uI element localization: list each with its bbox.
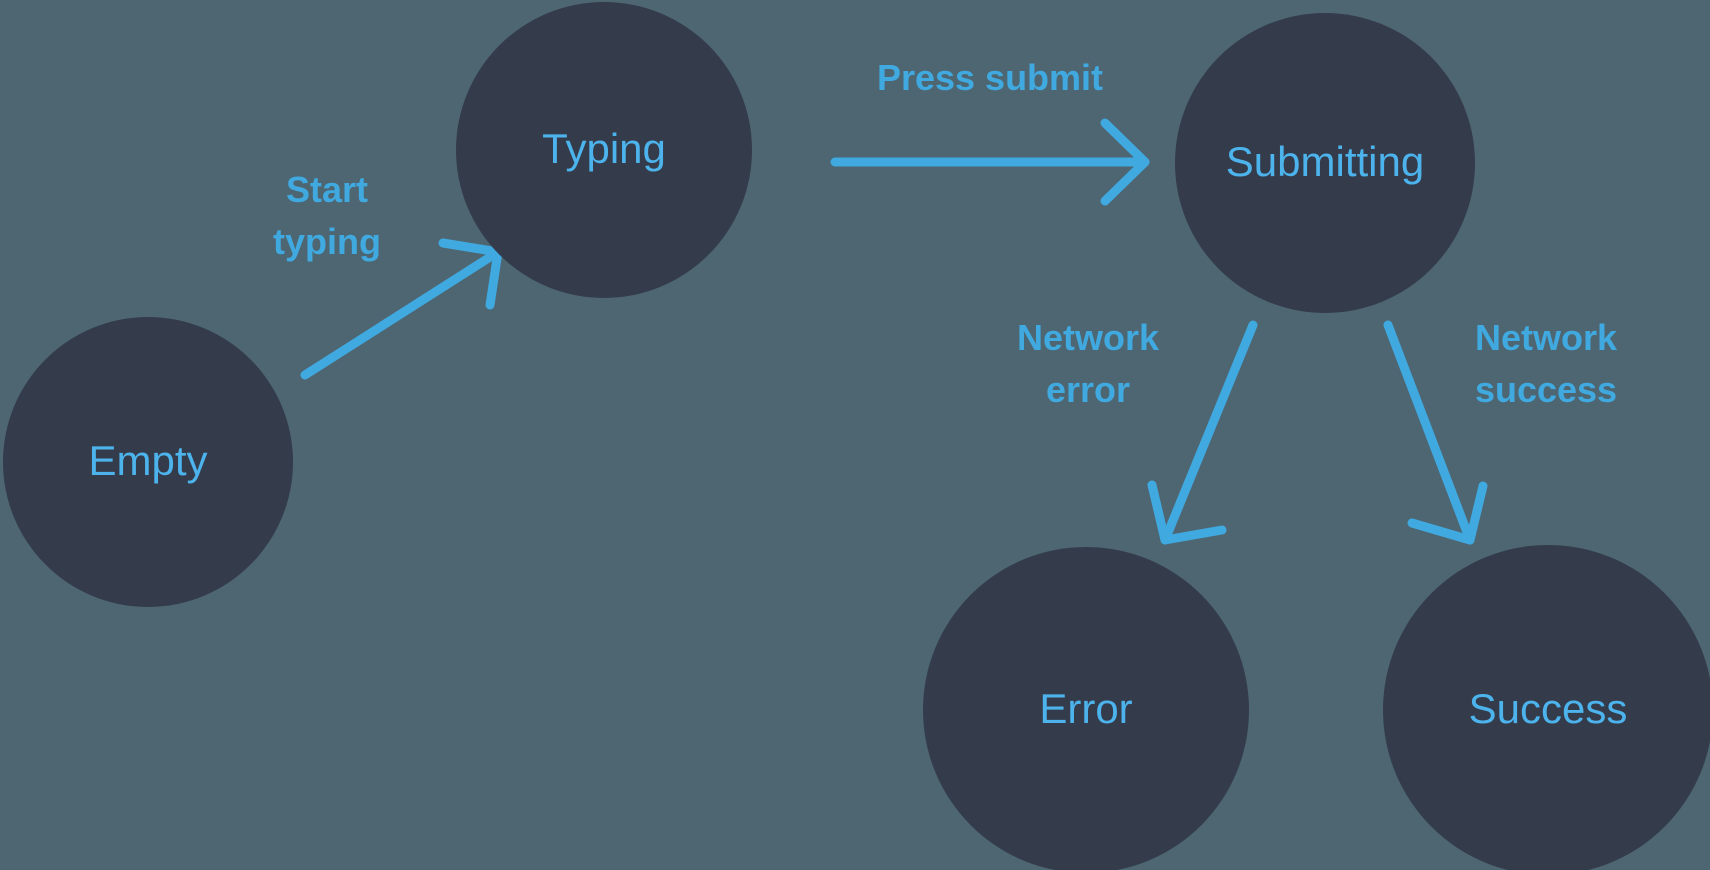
state-label-typing: Typing (542, 125, 666, 172)
state-circle-error (923, 547, 1249, 870)
state-node-success[interactable]: Success (1383, 545, 1710, 870)
state-label-success: Success (1469, 685, 1628, 732)
state-circle-submitting (1175, 13, 1475, 313)
arrowhead-icon-network-error (1147, 480, 1227, 545)
state-label-empty: Empty (88, 437, 207, 484)
state-node-empty[interactable]: Empty (3, 317, 293, 607)
arrowhead-icon-network-success (1407, 481, 1488, 545)
state-circle-success (1383, 545, 1710, 870)
transition-label-press-submit: Press submit (877, 57, 1103, 98)
state-circle-typing (456, 2, 752, 298)
state-label-submitting: Submitting (1226, 138, 1424, 185)
state-node-typing[interactable]: Typing (456, 2, 752, 298)
transition-press-submit[interactable]: Press submit (830, 57, 1150, 206)
arrowhead-icon-press-submit (1100, 118, 1150, 206)
transition-line-network-error (1160, 320, 1258, 545)
state-circle-empty (3, 317, 293, 607)
transition-line-start-typing (300, 247, 503, 380)
state-label-error: Error (1039, 685, 1132, 732)
state-node-submitting[interactable]: Submitting (1175, 13, 1475, 313)
transition-line-network-success (1383, 320, 1475, 545)
state-node-error[interactable]: Error (923, 547, 1249, 870)
